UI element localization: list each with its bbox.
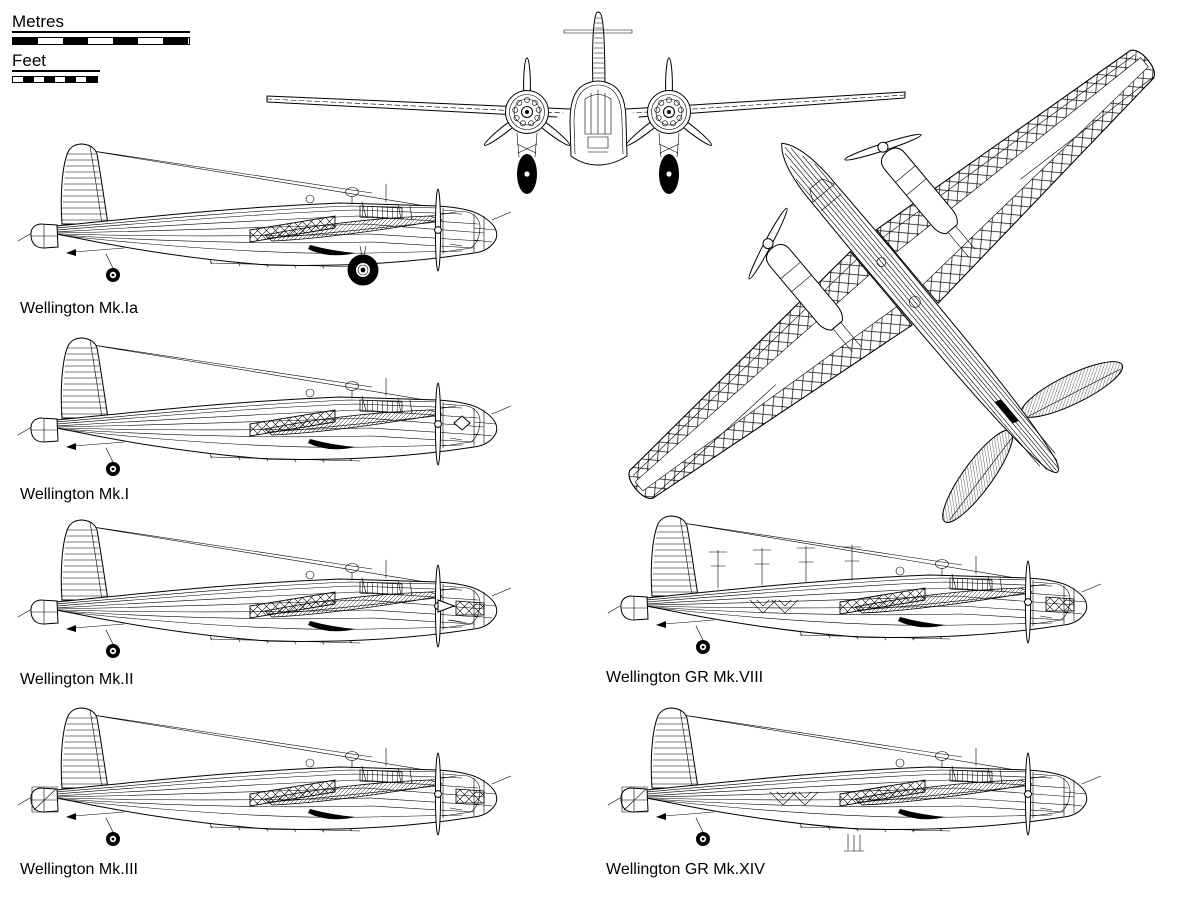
aircraft-label: Wellington Mk.III [20, 861, 138, 878]
side-view-mk-ii [17, 519, 512, 659]
side-view-mk-ia [17, 143, 512, 286]
side-view-mk-i [17, 337, 512, 477]
scale-legend: Metres Feet [12, 12, 212, 83]
side-view-gr-mk-viii [607, 515, 1102, 655]
plan-left-nacelle [748, 207, 862, 353]
aircraft-label: Wellington Mk.I [20, 486, 130, 503]
side-view-mk-iii [17, 707, 512, 847]
aircraft-label: Wellington Mk.Ia [20, 300, 138, 317]
front-left-engine [483, 57, 571, 194]
feet-label: Feet [12, 51, 47, 70]
feet-scale-bar [12, 76, 98, 83]
metres-scale-bar [12, 37, 190, 45]
plan-right-nacelle [844, 133, 976, 258]
aircraft-label: Wellington GR Mk.VIII [606, 669, 764, 686]
aircraft-label: Wellington Mk.II [20, 671, 134, 688]
side-view-gr-mk-xiv [607, 707, 1102, 860]
plan-view-drawing [628, 49, 1155, 523]
front-view-drawing [266, 11, 906, 194]
metres-label: Metres [12, 12, 64, 31]
aircraft-label: Wellington GR Mk.XIV [606, 861, 765, 878]
front-right-engine [625, 57, 713, 194]
